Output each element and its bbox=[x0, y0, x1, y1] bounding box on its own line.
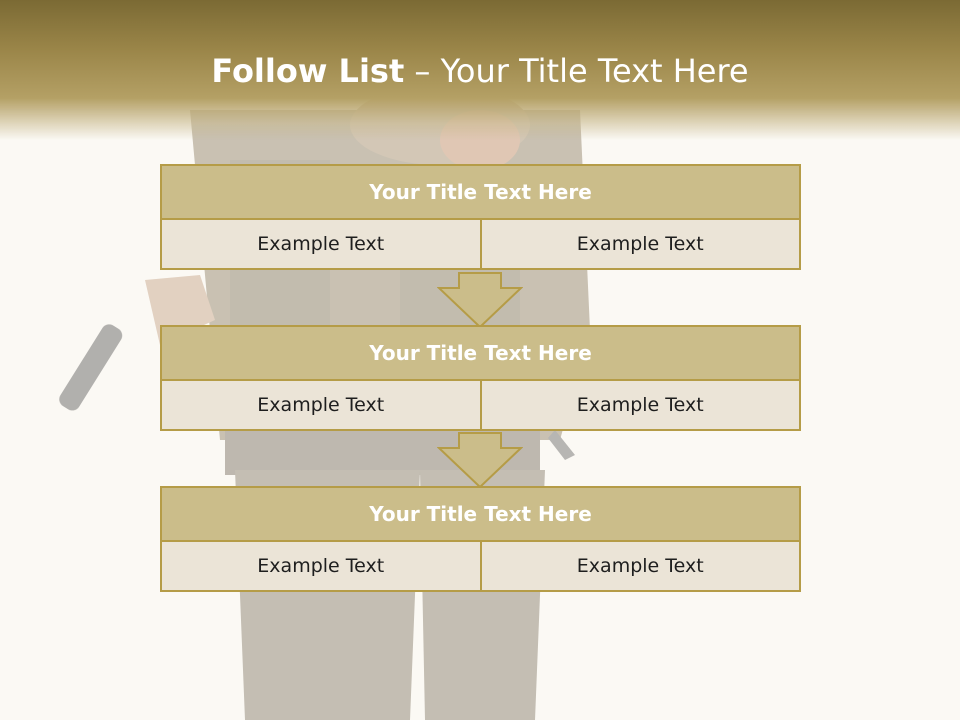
block-cell-right: Example Text bbox=[481, 542, 801, 592]
block-row: Example Text Example Text bbox=[160, 381, 801, 431]
header-band bbox=[0, 0, 960, 140]
slide-title-rest: – Your Title Text Here bbox=[414, 52, 749, 90]
block-title: Your Title Text Here bbox=[160, 164, 801, 220]
down-arrow-icon bbox=[437, 432, 523, 488]
block-cell-right: Example Text bbox=[481, 220, 801, 270]
block-cell-left: Example Text bbox=[160, 542, 482, 592]
block-cell-left: Example Text bbox=[160, 220, 482, 270]
block-title: Your Title Text Here bbox=[160, 325, 801, 381]
block-row: Example Text Example Text bbox=[160, 542, 801, 592]
list-block-1: Your Title Text Here Example Text Exampl… bbox=[160, 164, 801, 270]
block-cell-right: Example Text bbox=[481, 381, 801, 431]
block-row: Example Text Example Text bbox=[160, 220, 801, 270]
list-block-3: Your Title Text Here Example Text Exampl… bbox=[160, 486, 801, 592]
slide-title: Follow List – Your Title Text Here bbox=[0, 52, 960, 90]
list-block-2: Your Title Text Here Example Text Exampl… bbox=[160, 325, 801, 431]
block-title: Your Title Text Here bbox=[160, 486, 801, 542]
slide-title-bold: Follow List bbox=[211, 52, 405, 90]
down-arrow-icon bbox=[437, 272, 523, 328]
block-cell-left: Example Text bbox=[160, 381, 482, 431]
